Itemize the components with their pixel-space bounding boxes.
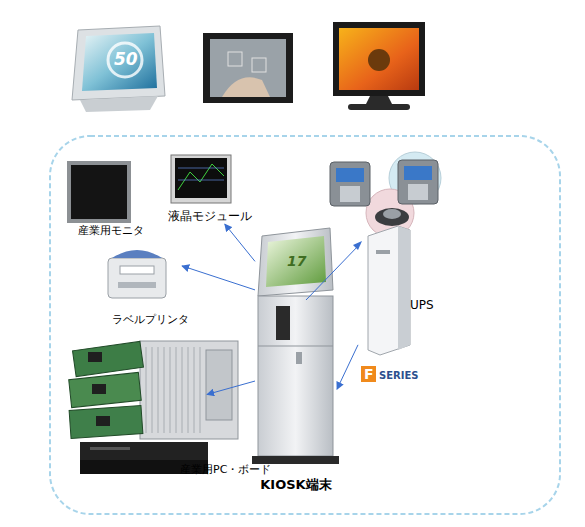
component-label: 産業用モニタ — [78, 224, 144, 238]
arrow-connector — [225, 224, 255, 261]
kiosk-label: KIOSK端末 — [255, 478, 337, 492]
component-label: UPS — [410, 298, 434, 312]
component-node: ラベルプリンタ — [100, 243, 182, 331]
series-name: SERIES — [379, 371, 419, 381]
ups-unit — [368, 226, 410, 355]
kiosk-terminal — [252, 228, 339, 464]
screen-number: 50 — [114, 51, 138, 68]
arrow-head — [353, 241, 362, 250]
touch-monitor — [72, 26, 165, 112]
series-logo — [361, 366, 376, 382]
component-label: ラベルプリンタ — [112, 313, 189, 327]
component-node: 液晶モジュール — [165, 152, 237, 224]
component-node: 産業用モニタ — [60, 158, 145, 240]
biometric-device — [330, 152, 441, 237]
label-printer — [108, 250, 166, 298]
touch-monitor — [203, 33, 293, 103]
arrow-connector — [337, 345, 358, 389]
component-node: 産業用PC・ボード — [62, 335, 207, 480]
component-label: 液晶モジュール — [168, 209, 252, 223]
screen-number: 17 — [287, 254, 306, 268]
industrial-monitor — [67, 161, 131, 223]
component-node: UPS — [358, 222, 440, 357]
component-label: 産業用PC・ボード — [180, 463, 271, 477]
arrow-connector — [207, 381, 255, 394]
leader-line — [306, 244, 360, 300]
industrial-pc — [69, 341, 238, 474]
series-letter: F — [364, 367, 374, 381]
lcd-module — [171, 155, 231, 203]
dashed-region — [50, 136, 560, 514]
touch-monitor — [333, 22, 425, 110]
arrow-connector — [182, 266, 255, 290]
